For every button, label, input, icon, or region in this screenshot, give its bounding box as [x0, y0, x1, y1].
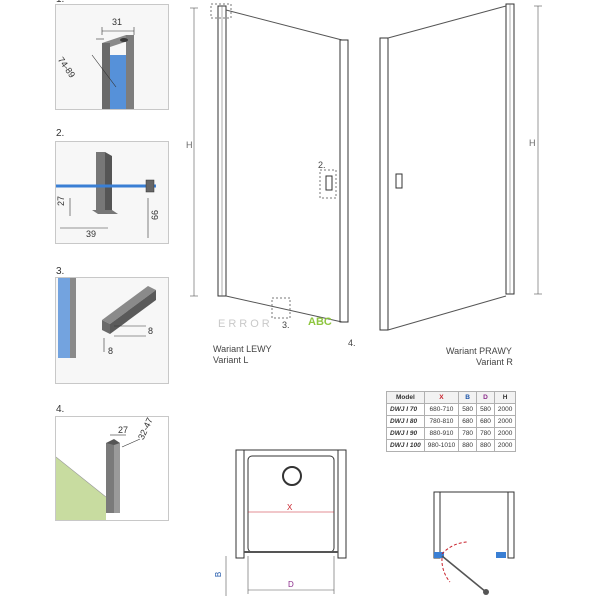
detail-3-number: 3. — [56, 266, 65, 277]
detail-2-number: 2. — [56, 128, 65, 139]
watermark-brand: ABC — [308, 316, 332, 328]
plan-b-label: B — [214, 571, 224, 578]
col-header-b: B — [458, 391, 478, 404]
cell-d: 880 — [476, 439, 495, 452]
elevation-left-subtitle: Variant L — [213, 355, 249, 365]
cell-h: 2000 — [493, 403, 517, 416]
detail-4-number: 4. — [56, 404, 65, 415]
detail-3-panel: 8 8 — [55, 277, 169, 384]
detail-2-dim-39: 39 — [86, 229, 97, 239]
plan-d-label: D — [288, 580, 294, 589]
cell-h: 2000 — [493, 439, 517, 452]
detail-1-dim-width: 31 — [112, 17, 123, 27]
cell-x: 680-710 — [423, 403, 460, 416]
plan-view-drawing — [225, 449, 347, 596]
plan-x-label: X — [287, 503, 293, 512]
col-header-model: Model — [386, 391, 425, 404]
watermark-text: ERROR — [218, 318, 273, 330]
detail-1-panel: 31 74-89 — [55, 4, 169, 110]
elevation-right-callout-4: 4. — [348, 338, 356, 348]
table-row: DWJ I 90 880-910 780 780 2000 — [386, 427, 517, 440]
elevation-right-subtitle: Variant R — [476, 357, 513, 367]
model-table-header-row: Model X B D H — [386, 391, 517, 404]
elevation-left-height-label: H — [186, 140, 193, 150]
elevation-left-callout-3: 3. — [282, 320, 290, 330]
table-row: DWJ I 100 980-1010 880 880 2000 — [386, 439, 517, 452]
elevation-right-title: Wariant PRAWY — [446, 346, 512, 356]
cell-b: 580 — [458, 403, 478, 416]
cell-h: 2000 — [493, 415, 517, 428]
detail-4-dim-27: 27 — [118, 425, 129, 435]
col-header-x: X — [423, 391, 460, 404]
detail-1-drawing — [56, 5, 168, 109]
detail-3-drawing — [56, 278, 168, 383]
cell-model: DWJ I 70 — [386, 403, 425, 416]
cell-model: DWJ I 90 — [386, 427, 425, 440]
elevation-left-drawing — [190, 3, 349, 323]
detail-2-panel: 27 39 66 — [55, 141, 169, 244]
elevation-left-title: Wariant LEWY — [213, 344, 272, 354]
cell-d: 580 — [476, 403, 495, 416]
cell-x: 980-1010 — [423, 439, 460, 452]
detail-4-panel: 27 32-47 — [55, 416, 169, 521]
col-header-d: D — [476, 391, 495, 404]
model-table: Model X B D H DWJ I 70 680-710 580 580 2… — [386, 391, 517, 452]
elevation-right-height-label: H — [529, 138, 536, 148]
detail-4-drawing — [56, 417, 168, 520]
cell-model: DWJ I 100 — [386, 439, 425, 452]
table-row: DWJ I 70 680-710 580 580 2000 — [386, 403, 517, 416]
detail-2-dim-27: 27 — [56, 195, 67, 207]
detail-1-number: 1. — [56, 0, 64, 5]
cell-model: DWJ I 80 — [386, 415, 425, 428]
col-header-h: H — [493, 391, 517, 404]
cell-x: 880-910 — [423, 427, 460, 440]
detail-3-dim-height: 8 — [148, 326, 154, 336]
detail-2-drawing — [56, 142, 168, 243]
cell-b: 780 — [458, 427, 478, 440]
detail-3-dim-width: 8 — [108, 346, 114, 356]
cell-b: 680 — [458, 415, 478, 428]
elevation-left-callout-2: 2. — [318, 160, 326, 170]
cell-x: 780-810 — [423, 415, 460, 428]
door-swing-drawing — [433, 491, 515, 595]
elevation-right-drawing — [379, 3, 542, 331]
cell-b: 880 — [458, 439, 478, 452]
detail-2-dim-66: 66 — [150, 209, 160, 220]
cell-h: 2000 — [493, 427, 517, 440]
table-row: DWJ I 80 780-810 680 680 2000 — [386, 415, 517, 428]
cell-d: 780 — [476, 427, 495, 440]
cell-d: 680 — [476, 415, 495, 428]
